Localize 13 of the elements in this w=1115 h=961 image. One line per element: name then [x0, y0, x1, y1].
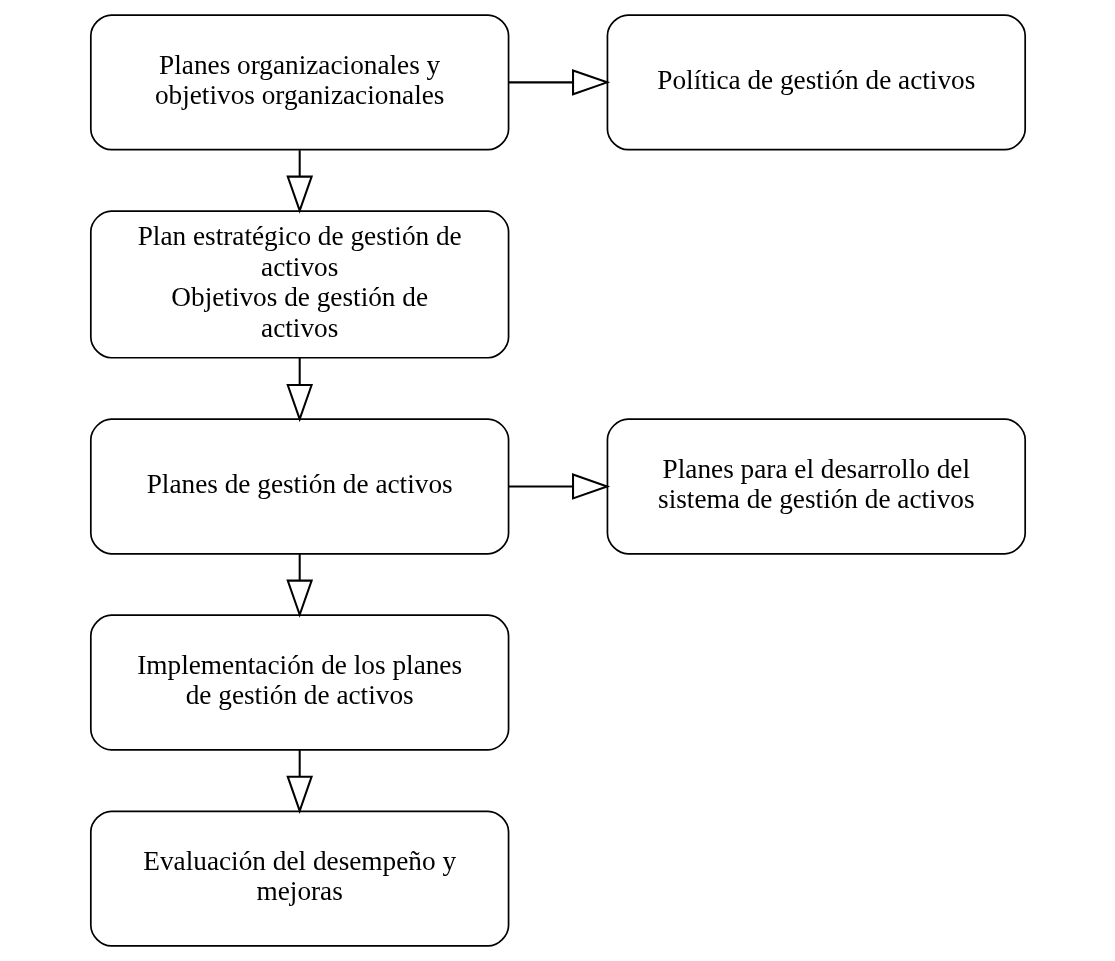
- node-box: Planes de gestión de activos: [89, 418, 509, 555]
- node-box: Planes para el desarrollo del sistema de gestión de activos: [606, 418, 1026, 555]
- node-box: Implementación de los planes de gestión de activos: [89, 614, 509, 751]
- node-box: Plan estratégico de gestión de activos Objetivos de gestión de activos: [89, 210, 509, 359]
- node-box: Política de gestión de activos: [606, 14, 1026, 151]
- arrow: [508, 473, 610, 500]
- arrow: [285, 553, 313, 618]
- arrow: [285, 150, 313, 214]
- arrow: [285, 357, 313, 423]
- node-box: Planes organizacionales y objetivos organizacionales: [89, 14, 509, 151]
- arrow: [508, 69, 610, 96]
- arrow: [285, 750, 313, 814]
- node-box: Evaluación del desempeño y mejoras: [89, 810, 509, 947]
